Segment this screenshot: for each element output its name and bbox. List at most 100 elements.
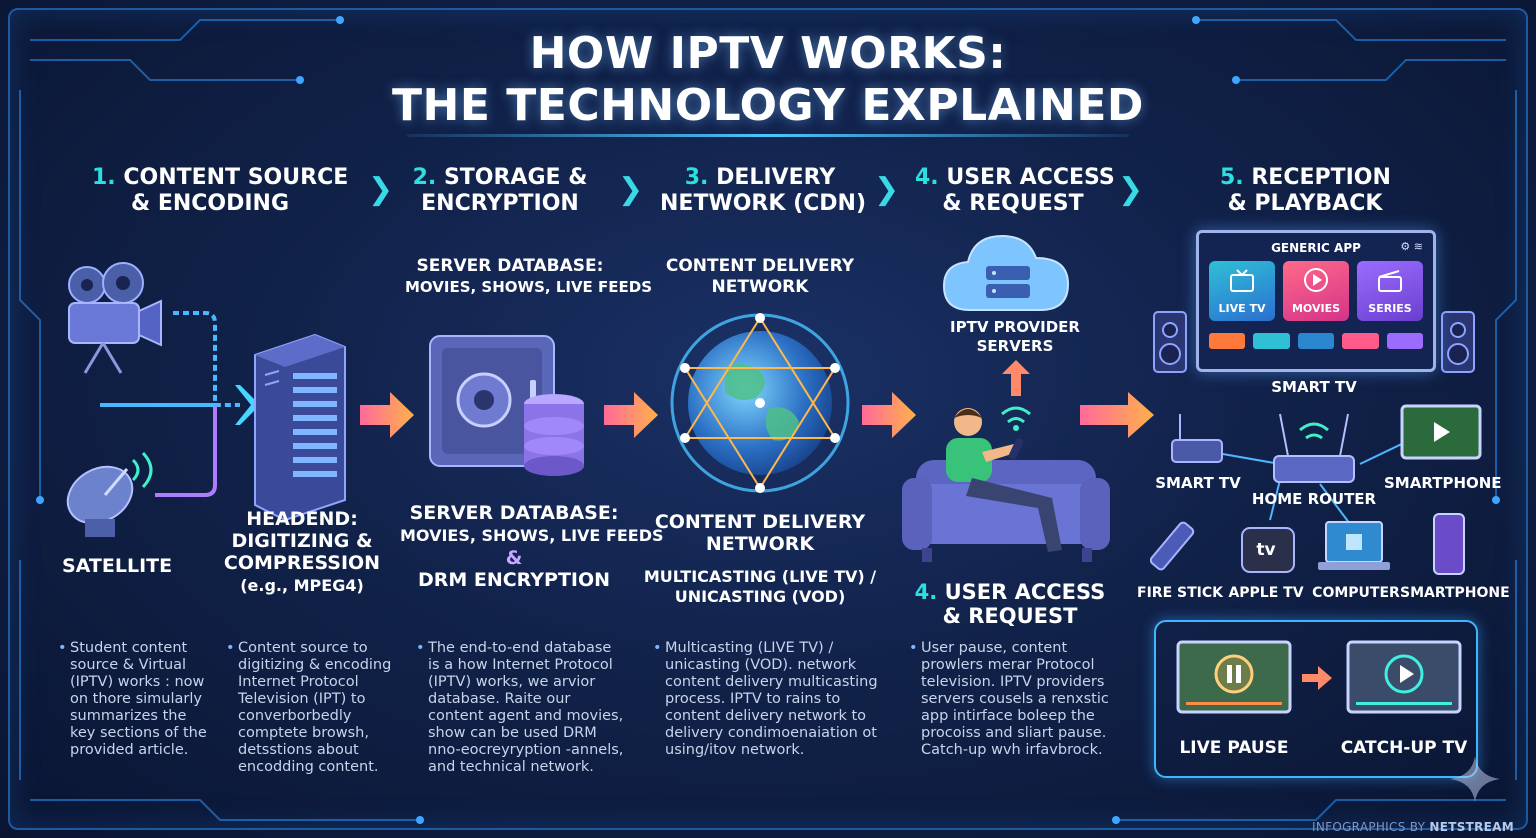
- step-title: NETWORK (CDN): [660, 191, 866, 216]
- settings-wifi-icon: ⚙ ≋: [1400, 240, 1423, 253]
- bullet-line: database. Raite our: [428, 691, 571, 707]
- step-number: 3.: [684, 165, 709, 190]
- bullet-line: procoiss and sliart pause.: [921, 725, 1107, 741]
- tile-label: LIVE TV: [1218, 302, 1266, 315]
- storage-bottom-line: SERVER DATABASE:: [409, 502, 619, 524]
- access-bottom-line: USER ACCESS: [944, 580, 1106, 604]
- tile-live-tv[interactable]: LIVE TV: [1209, 261, 1275, 321]
- speaker-icon: [1153, 311, 1187, 373]
- step-title: STORAGE &: [443, 165, 588, 190]
- video-camera-icon: [68, 262, 162, 374]
- apple-tv-icon: [1241, 527, 1295, 573]
- headend-line: HEADEND:: [246, 508, 358, 530]
- step-number: 5.: [1220, 165, 1244, 190]
- bullet-line: delivery condimoenaiation ot: [665, 725, 877, 741]
- flow-arrow-icon: [604, 392, 658, 438]
- provider-line: SERVERS: [976, 337, 1054, 355]
- flow-arrow-icon: [1080, 392, 1154, 438]
- bullet-line: encodding content.: [238, 759, 379, 775]
- storage-top-line: MOVIES, SHOWS, LIVE FEEDS: [405, 278, 653, 296]
- tablet-icon: [1400, 404, 1482, 460]
- feature-live-pause: LIVE PAUSE: [1179, 738, 1289, 758]
- bullet-line: summarizes the: [70, 708, 187, 724]
- step-title: DELIVERY: [716, 165, 836, 190]
- apple-tv-logo: tv: [1256, 540, 1276, 560]
- tile-movies[interactable]: MOVIES: [1283, 261, 1349, 321]
- bullet-line: Television (IPT) to: [238, 691, 366, 707]
- device-smartphone-top-label: SMARTPHONE: [1384, 474, 1502, 492]
- play-icon: [1304, 268, 1328, 292]
- feature-catch-up-tv: CATCH-UP TV: [1340, 738, 1468, 758]
- step-title: USER ACCESS: [946, 165, 1115, 190]
- flow-arrow-icon: [360, 392, 414, 438]
- database-icon: [524, 394, 584, 476]
- device-smart-tv-label: SMART TV: [1155, 474, 1241, 492]
- bullet-line: content delivery multicasting: [665, 674, 878, 690]
- bullet-line: Catch-up wvh irfavbrock.: [921, 742, 1103, 758]
- bullet-line: and technical network.: [428, 759, 594, 775]
- cdn-cast-label: MULTICASTING (LIVE TV) / UNICASTING (VOD…: [640, 567, 880, 607]
- speaker-icon: [1441, 311, 1475, 373]
- user-on-sofa-illustration: [902, 406, 1110, 562]
- control-skip-icon[interactable]: [1209, 333, 1246, 349]
- step-title: RECEPTION: [1251, 165, 1391, 190]
- safe-vault-icon: [429, 335, 555, 467]
- bullet-line: (IPTV) works, we arvior: [428, 674, 596, 690]
- bullet-line: is a how Internet Protocol: [428, 657, 613, 673]
- control-play-icon[interactable]: [1253, 333, 1290, 349]
- step-number: 4.: [915, 165, 939, 190]
- live-pause-screen: [1176, 640, 1292, 714]
- tile-series[interactable]: SERIES: [1357, 261, 1423, 321]
- cdn-bottom-label: CONTENT DELIVERY NETWORK: [650, 511, 870, 555]
- access-bottom-label: 4. USER ACCESS & REQUEST: [910, 580, 1110, 628]
- catch-up-screen: [1346, 640, 1462, 714]
- step-heading-2: 2. STORAGE & ENCRYPTION: [410, 165, 590, 217]
- provider-line: IPTV PROVIDER: [950, 318, 1080, 336]
- bullet-line: detsstions about: [238, 742, 359, 758]
- control-window-icon[interactable]: [1342, 333, 1379, 349]
- control-record-icon[interactable]: [1297, 333, 1335, 349]
- bullet-line: provided article.: [70, 742, 189, 758]
- arrow-right-icon: [1302, 666, 1332, 690]
- smart-tv-label: SMART TV: [1271, 378, 1357, 396]
- server-rack-icon: [254, 333, 346, 522]
- storage-top-line: SERVER DATABASE:: [416, 256, 604, 276]
- step-number: 1.: [92, 165, 116, 190]
- tv-icon: [1230, 269, 1254, 292]
- device-router-label: HOME ROUTER: [1251, 490, 1377, 508]
- provider-servers-label: IPTV PROVIDER SERVERS: [945, 318, 1085, 356]
- chevron-right-icon: ❯: [874, 172, 900, 207]
- cdn-top-label: CONTENT DELIVERY NETWORK: [660, 256, 860, 298]
- ampersand: &: [505, 547, 523, 569]
- globe-network-icon: [670, 313, 850, 493]
- control-settings-icon[interactable]: [1386, 333, 1424, 349]
- bullet-line: source & Virtual: [70, 657, 187, 673]
- device-apple-tv-label: APPLE TV: [1228, 585, 1304, 601]
- app-name: GENERIC APP: [1271, 241, 1361, 255]
- tile-label: MOVIES: [1291, 302, 1341, 315]
- bullet-line: Student content: [70, 640, 188, 656]
- title-line-1: HOW IPTV WORKS:: [529, 28, 1007, 79]
- storage-bottom-label: SERVER DATABASE: MOVIES, SHOWS, LIVE FEE…: [400, 502, 664, 591]
- footer-credit: INFOGRAPHICS BY NETSTREAM: [1312, 820, 1514, 834]
- headend-line: DIGITIZING &: [231, 530, 373, 552]
- cdn-cast-line: UNICASTING (VOD): [674, 587, 846, 606]
- cdn-bottom-line: CONTENT DELIVERY: [654, 511, 866, 533]
- footer-brand: NETSTREAM: [1429, 820, 1514, 834]
- access-bottom-line: & REQUEST: [942, 604, 1078, 628]
- satellite-dish-icon: [66, 451, 153, 537]
- bullet-line: comptete browsh,: [238, 725, 369, 741]
- up-arrow-icon: [1002, 360, 1030, 396]
- wifi-icon: [1001, 406, 1031, 424]
- bullet-line: content agent and movies,: [428, 708, 624, 724]
- storage-top-label: SERVER DATABASE: MOVIES, SHOWS, LIVE FEE…: [405, 256, 652, 298]
- bullet-line: using/itov network.: [665, 742, 805, 758]
- tile-label: SERIES: [1368, 302, 1412, 315]
- bullet-line: process. IPTV to rains to: [665, 691, 841, 707]
- step-number: 2.: [412, 165, 437, 190]
- bullet-line: Content source to: [238, 640, 368, 656]
